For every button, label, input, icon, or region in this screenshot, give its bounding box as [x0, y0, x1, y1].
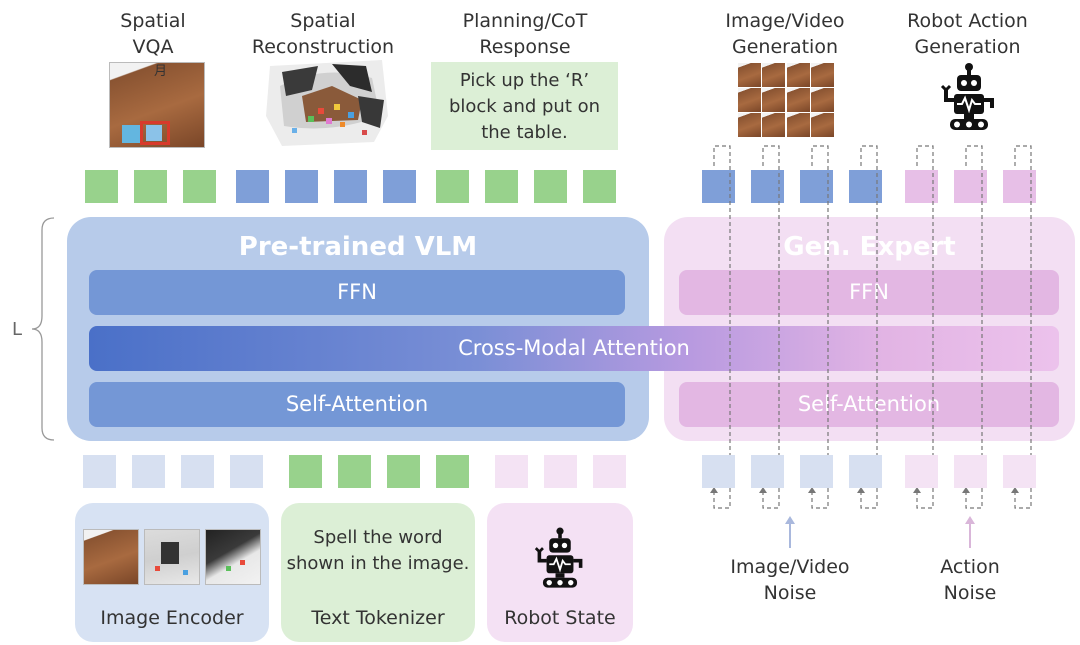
input-token-action-noise [1003, 455, 1036, 488]
vlm-self-attention-layer: Self-Attention [89, 382, 625, 427]
input-token-video-noise [751, 455, 784, 488]
input-token-state [495, 455, 528, 488]
gen-expert-title: Gen. Expert [783, 232, 956, 262]
output-token-spatial [183, 170, 216, 203]
output-token-vision [236, 170, 269, 203]
robot-action-icon [940, 63, 994, 130]
input-token-video-noise [849, 455, 882, 488]
text-tokenizer-label: Text Tokenizer [311, 607, 445, 629]
layer-count-label: L [12, 319, 23, 340]
input-token-state [593, 455, 626, 488]
input-token-image [83, 455, 116, 488]
vqa-photo-text: 月 [154, 64, 168, 79]
image-video-generation-label: Image/Video Generation [725, 10, 845, 58]
output-token-spatial [134, 170, 167, 203]
input-token-action-noise [905, 455, 938, 488]
robot-action-generation-label: Robot Action Generation [907, 10, 1028, 58]
output-token-text [583, 170, 616, 203]
gen-ffn-layer: FFN [679, 270, 1059, 315]
planning-response-box: Pick up the ‘R’ block and put on the tab… [431, 62, 618, 150]
input-token-text [387, 455, 420, 488]
text-prompt: Spell the word shown in the image. [286, 527, 470, 574]
input-token-text [289, 455, 322, 488]
input-token-action-noise [954, 455, 987, 488]
output-token-text [485, 170, 518, 203]
input-image-2 [144, 529, 200, 585]
planning-cot-label: Planning/CoT Response [462, 10, 588, 58]
input-image-3 [205, 529, 261, 585]
generated-video-frames [738, 63, 835, 138]
output-token-text [534, 170, 567, 203]
robot-state-icon [534, 527, 583, 588]
input-token-image [230, 455, 263, 488]
input-token-image [132, 455, 165, 488]
robot-state-box: Robot State [487, 503, 633, 642]
spatial-reconstruction-label: Spatial Reconstruction [251, 10, 395, 58]
spatial-reconstruction-image [266, 60, 388, 146]
input-token-video-noise [702, 455, 735, 488]
image-video-noise-label: Image/Video Noise [730, 556, 850, 604]
spatial-vqa-image: 月 [109, 62, 205, 148]
robot-state-label: Robot State [504, 607, 616, 629]
layer-brace [31, 217, 55, 441]
image-encoder-box: Image Encoder [75, 503, 269, 642]
input-token-text [338, 455, 371, 488]
input-token-image [181, 455, 214, 488]
output-token-vision [334, 170, 367, 203]
input-image-1 [83, 529, 139, 585]
action-noise-label: Action Noise [940, 556, 1000, 604]
output-token-spatial [85, 170, 118, 203]
gen-self-attention-layer: Self-Attention [679, 382, 1059, 427]
output-token-text [436, 170, 469, 203]
output-token-vision [285, 170, 318, 203]
image-encoder-label: Image Encoder [100, 607, 244, 629]
text-tokenizer-box: Spell the word shown in the image. Text … [281, 503, 475, 642]
input-token-video-noise [800, 455, 833, 488]
vlm-title: Pre-trained VLM [238, 232, 478, 262]
output-token-vision [383, 170, 416, 203]
input-token-state [544, 455, 577, 488]
spatial-vqa-label: Spatial VQA [120, 10, 186, 58]
vlm-ffn-layer: FFN [89, 270, 625, 315]
cross-modal-attention-layer: Cross-Modal Attention [89, 326, 1059, 371]
planning-response-text: Pick up the ‘R’ block and put on the tab… [448, 70, 601, 143]
input-token-text [436, 455, 469, 488]
